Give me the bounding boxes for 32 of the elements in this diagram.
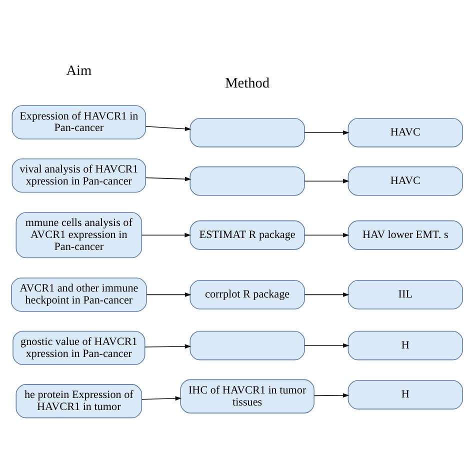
node-box: H [348,380,463,409]
arrow [304,178,350,183]
arrow [144,344,192,348]
arrow [314,392,350,398]
label: Method [225,75,270,92]
node-box: Expression of HAVCR1 in Pan-cancer [12,104,146,139]
arrow [304,232,350,237]
node-box: HAVC [348,117,463,147]
node-box [190,117,305,147]
node-box: ESTIMAT R package [190,220,305,250]
node-box: he protein Expression of HAVCR1 in tumor [16,384,142,418]
arrow [304,292,350,296]
node-box: IIL [348,280,463,309]
node-box: IHC of HAVCR1 in tumor tissues [180,378,314,413]
arrow [146,292,192,296]
arrow [145,176,192,181]
arrow [141,396,182,400]
node-box: corrplot R package [190,280,305,309]
arrow [141,232,192,237]
node-box: AVCR1 and other immune heckpoint in Pan-cancer [11,277,147,312]
node-box: vival analysis of HAVCR1 xpression in Pan-cancer [12,158,146,192]
arrow [304,342,350,348]
arrow [304,130,350,134]
node-box: H [348,330,463,360]
node-box: HAV lower EMT. s [348,220,463,250]
node-box [190,330,305,360]
node-box: gnostic value of HAVCR1 xpression in Pan-cancer [12,330,146,364]
label: Aim [66,62,92,78]
node-box: HAVC [348,166,463,196]
node-box [190,166,305,196]
node-box: mmune cells analysis of AVCR1 expression in Pan-cancer [16,212,142,258]
arrow [145,126,192,131]
